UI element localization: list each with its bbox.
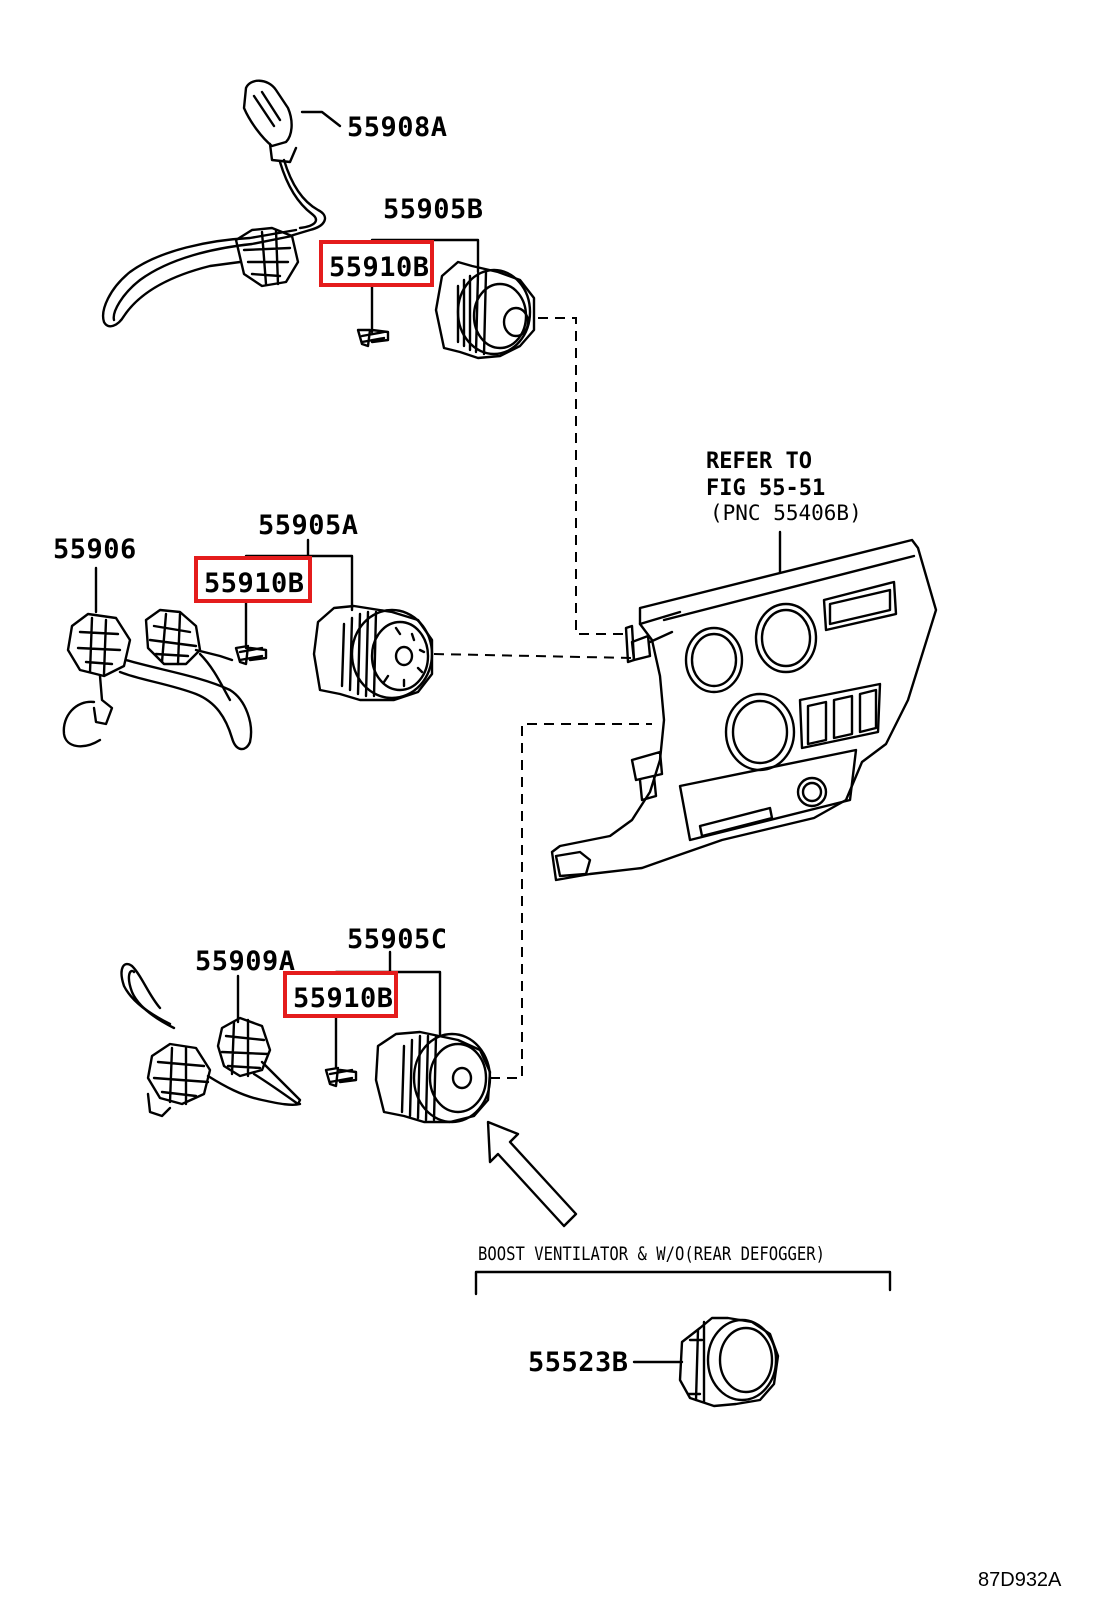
harness-55908a-drawing — [101, 79, 342, 328]
refer-line-1: REFER TO — [706, 449, 812, 474]
label-55909a[interactable]: 55909A — [195, 946, 296, 977]
highlight-box-bottom: 55910B — [283, 971, 398, 1018]
harness-55909a-drawing — [120, 962, 302, 1118]
highlight-box-mid: 55910B — [194, 556, 312, 603]
dash-line-top — [538, 317, 628, 635]
label-55910b-top[interactable]: 55910B — [329, 252, 430, 283]
knob-55905c-drawing — [374, 1030, 492, 1124]
screw-mid-drawing — [234, 644, 268, 666]
screw-bottom-drawing — [324, 1066, 358, 1088]
dash-line-mid — [433, 653, 633, 659]
view-arrow — [486, 1120, 578, 1228]
diagram-code: 87D932A — [978, 1569, 1062, 1591]
label-55910b-bottom[interactable]: 55910B — [293, 983, 394, 1014]
knob-55523b-drawing — [678, 1316, 780, 1408]
dash-line-bottom — [490, 723, 652, 1079]
assembly-lines — [433, 317, 652, 1079]
label-55905b[interactable]: 55905B — [383, 194, 484, 225]
refer-line-3: (PNC 55406B) — [710, 501, 862, 525]
label-55905a[interactable]: 55905A — [258, 510, 359, 541]
label-55523b[interactable]: 55523B — [528, 1347, 629, 1378]
label-55910b-mid[interactable]: 55910B — [204, 568, 305, 599]
knob-55905b-drawing — [434, 260, 536, 360]
highlight-box-top: 55910B — [319, 240, 434, 287]
label-55908a[interactable]: 55908A — [347, 112, 448, 143]
knob-55905a-drawing — [312, 604, 434, 702]
label-55905c[interactable]: 55905C — [347, 924, 448, 955]
condition-note: BOOST VENTILATOR & W/O(REAR DEFOGGER) — [478, 1243, 826, 1265]
refer-line-2: FIG 55-51 — [706, 476, 826, 501]
screw-top-drawing — [356, 328, 390, 348]
heater-control-panel-drawing — [550, 538, 938, 882]
harness-55906-drawing — [62, 566, 253, 751]
condition-bracket — [474, 1270, 892, 1296]
label-55906[interactable]: 55906 — [53, 534, 137, 565]
